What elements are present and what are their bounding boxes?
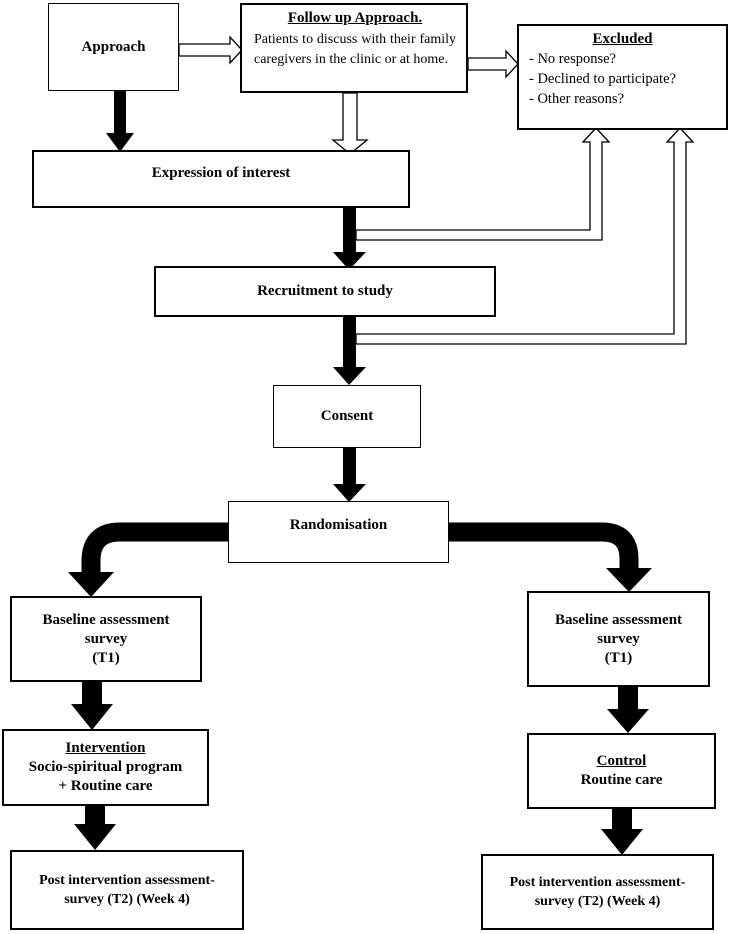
consent-label: Consent (320, 408, 374, 424)
randomisation-box: Randomisation (228, 501, 449, 563)
post-line1: Post intervention assessment- (509, 875, 686, 890)
excluded-title: Excluded (592, 31, 653, 47)
control-box: Control Routine care (527, 733, 716, 809)
baseline-line1: Baseline assessment (554, 611, 683, 628)
baseline-line3: (T1) (604, 649, 633, 666)
intervention-line2: + Routine care (58, 778, 153, 794)
arrow-control-to-post (601, 809, 643, 855)
arrow-recruitment-to-consent (333, 317, 366, 385)
excluded-item: - Other reasons? (529, 91, 625, 107)
arrow-followup-to-expression (331, 92, 369, 155)
recruitment-box: Recruitment to study (154, 266, 496, 317)
randomisation-label: Randomisation (289, 517, 388, 533)
excluded-item: - No response? (529, 51, 616, 67)
control-line1: Routine care (580, 772, 663, 788)
recruitment-label: Recruitment to study (257, 283, 393, 299)
arrow-approach-to-expression (106, 91, 134, 152)
intervention-title: Intervention (65, 740, 146, 756)
arrow-expression-to-recruitment (333, 208, 366, 270)
baseline-left-box: Baseline assessment survey (T1) (10, 596, 202, 682)
post-right-box: Post intervention assessment- survey (T2… (481, 854, 714, 930)
arrow-expression-to-excluded (355, 127, 611, 241)
followup-box: Follow up Approach. Patients to discuss … (240, 3, 468, 93)
expression-box: Expression of interest (32, 150, 410, 208)
arrow-followup-to-excluded (467, 49, 519, 79)
baseline-line1: Baseline assessment (42, 611, 170, 628)
expression-label: Expression of interest (151, 165, 291, 181)
arrow-randomisation-to-right (449, 522, 652, 592)
baseline-line2: survey (597, 630, 640, 647)
baseline-right-box: Baseline assessment survey (T1) (527, 591, 710, 687)
consent-box: Consent (273, 385, 421, 448)
baseline-line2: survey (84, 630, 128, 647)
followup-text: Patients to discuss with their family ca… (254, 32, 456, 67)
arrow-consent-to-randomisation (333, 448, 366, 502)
arrow-baseline-to-intervention (71, 682, 113, 730)
arrow-baseline-to-control (607, 687, 649, 733)
post-left-box: Post intervention assessment- survey (T2… (10, 850, 244, 930)
excluded-item: - Declined to participate? (529, 71, 676, 87)
arrow-approach-to-followup (178, 35, 243, 65)
arrow-intervention-to-post (74, 806, 116, 850)
control-title: Control (596, 753, 647, 769)
approach-box: Approach (48, 3, 179, 91)
approach-label: Approach (81, 38, 146, 55)
arrow-recruitment-to-excluded (355, 127, 695, 345)
baseline-line3: (T1) (92, 649, 120, 666)
followup-title: Follow up Approach. (287, 10, 423, 26)
intervention-line1: Socio-spiritual program (28, 759, 183, 775)
arrow-randomisation-to-left (68, 522, 229, 597)
intervention-box: Intervention Socio-spiritual program + R… (2, 729, 209, 806)
post-line2: survey (T2) (Week 4) (534, 894, 661, 909)
post-line1: Post intervention assessment- (39, 873, 215, 888)
excluded-box: Excluded - No response? - Declined to pa… (517, 24, 728, 130)
post-line2: survey (T2) (Week 4) (64, 892, 190, 907)
